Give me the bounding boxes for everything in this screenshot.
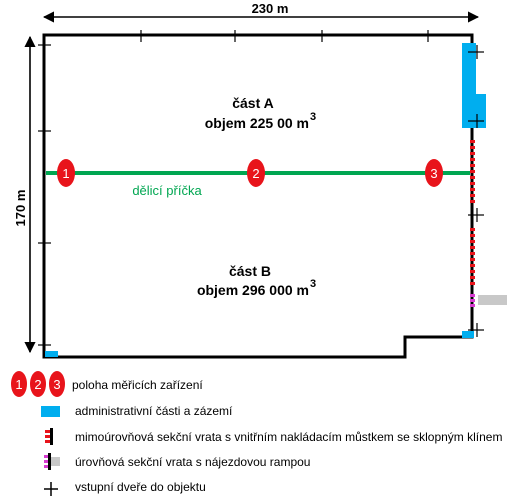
legend-measuring-points-icon: 1 2 3 <box>11 371 65 397</box>
section-a-volume: objem 225 00 m <box>205 115 309 131</box>
measuring-point-1: 1 <box>57 159 75 187</box>
admin-block-bottom-right <box>462 331 474 338</box>
ground-gate-with-ramp <box>470 294 507 307</box>
legend-dock-gates-label: mimoúrovňová sekční vrata s vnitřním nak… <box>75 430 502 444</box>
legend-admin-icon <box>41 406 60 417</box>
width-dimension-label: 230 m <box>252 1 289 16</box>
left-wall-ticks <box>38 44 51 346</box>
dock-gates <box>470 140 475 285</box>
measuring-point-3: 3 <box>425 159 443 187</box>
svg-text:2: 2 <box>34 377 41 392</box>
svg-text:1: 1 <box>62 166 69 181</box>
section-b-volume: objem 296 000 m <box>197 282 309 298</box>
section-b-name: část B <box>229 263 271 279</box>
svg-text:3: 3 <box>430 166 437 181</box>
legend-admin-label: administrativní části a zázemí <box>75 404 233 418</box>
legend: 1 2 3 poloha měřicích zařízení administr… <box>11 371 502 496</box>
svg-text:1: 1 <box>15 377 22 392</box>
top-wall-ticks <box>140 30 429 42</box>
building-outline <box>42 33 474 359</box>
measuring-point-2: 2 <box>247 159 265 187</box>
svg-text:2: 2 <box>252 166 259 181</box>
legend-ground-gate-icon <box>44 453 60 470</box>
admin-block-bottom-left <box>45 351 58 357</box>
section-a-name: část A <box>232 95 274 111</box>
legend-dock-gate-icon <box>45 428 53 445</box>
admin-block-right <box>462 43 486 128</box>
partition-label: dělicí příčka <box>132 183 202 198</box>
section-a-volume-exponent: 3 <box>310 111 316 123</box>
legend-ground-gates-label: úrovňová sekční vrata s nájezdovou rampo… <box>75 455 310 469</box>
legend-entry-door-icon <box>44 482 58 496</box>
legend-measuring-points-label: poloha měřicích zařízení <box>72 378 203 392</box>
right-wall-entry-doors <box>468 45 484 337</box>
section-b-volume-exponent: 3 <box>310 278 316 290</box>
legend-entry-doors-label: vstupní dveře do objektu <box>75 480 206 494</box>
svg-text:3: 3 <box>53 377 60 392</box>
height-dimension-label: 170 m <box>13 190 28 227</box>
